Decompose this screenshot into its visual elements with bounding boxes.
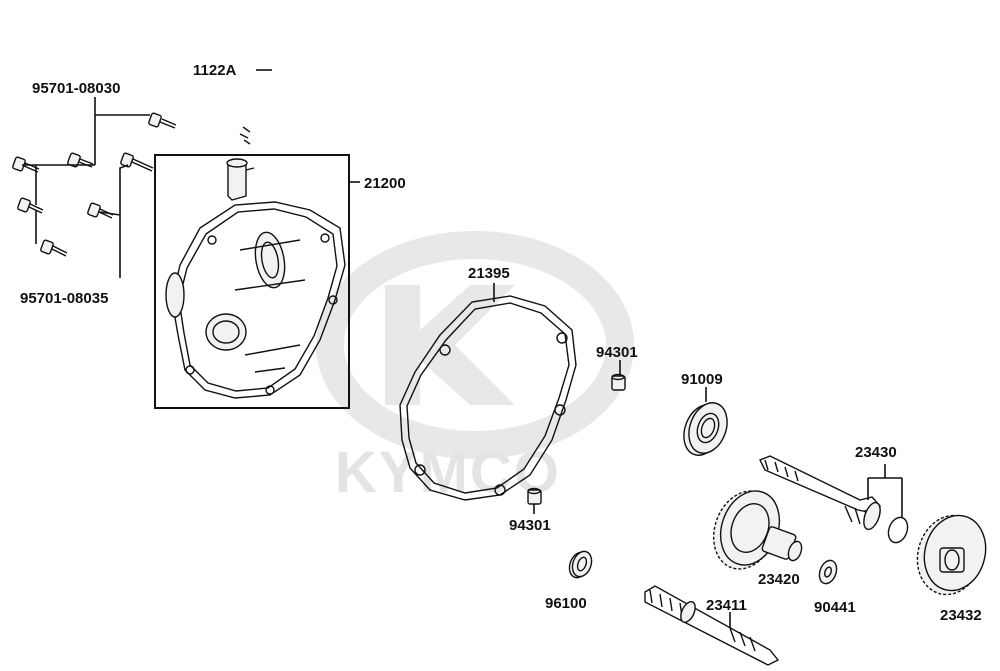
bolt-1 (148, 112, 177, 129)
breather-hose (239, 7, 293, 145)
ball-bearing (683, 402, 728, 456)
bolt-5 (17, 197, 44, 214)
transmission-cover (165, 158, 346, 399)
label-23411: 23411 (706, 597, 747, 614)
bolt-lower-leaders (35, 164, 129, 278)
label-21200: 21200 (364, 175, 406, 192)
circlip (887, 516, 909, 544)
dowel-pin-lower (527, 487, 542, 505)
bolt-group (12, 112, 177, 257)
final-gear (916, 514, 987, 596)
label-23420: 23420 (758, 571, 800, 588)
label-90441: 90441 (814, 599, 856, 616)
label-23430: 23430 (855, 444, 897, 461)
label-21395: 21395 (468, 265, 510, 282)
label-94301-lower: 94301 (509, 517, 551, 534)
bolt-upper-leaders (22, 97, 150, 205)
label-96100: 96100 (545, 595, 587, 612)
cover-frame (154, 154, 350, 409)
label-23432: 23432 (940, 607, 982, 624)
bolt-7 (40, 239, 68, 257)
bolt-6 (87, 202, 114, 219)
shaft-leaders (867, 464, 903, 518)
kymco-watermark: KYMCO (316, 231, 634, 505)
counter-gear (712, 490, 803, 570)
dowel-pin-upper (611, 373, 626, 391)
output-shaft (759, 455, 882, 531)
thrust-washer (818, 559, 838, 585)
label-1122A: 1122A (193, 62, 237, 79)
label-91009: 91009 (681, 371, 723, 388)
label-95701-08035: 95701-08035 (20, 290, 108, 307)
bolt-3 (120, 152, 154, 172)
drive-shaft (644, 585, 780, 666)
label-94301-upper: 94301 (596, 344, 638, 361)
oil-seal (568, 550, 593, 579)
cover-gasket (399, 295, 577, 501)
label-95701-08030: 95701-08030 (32, 80, 120, 97)
